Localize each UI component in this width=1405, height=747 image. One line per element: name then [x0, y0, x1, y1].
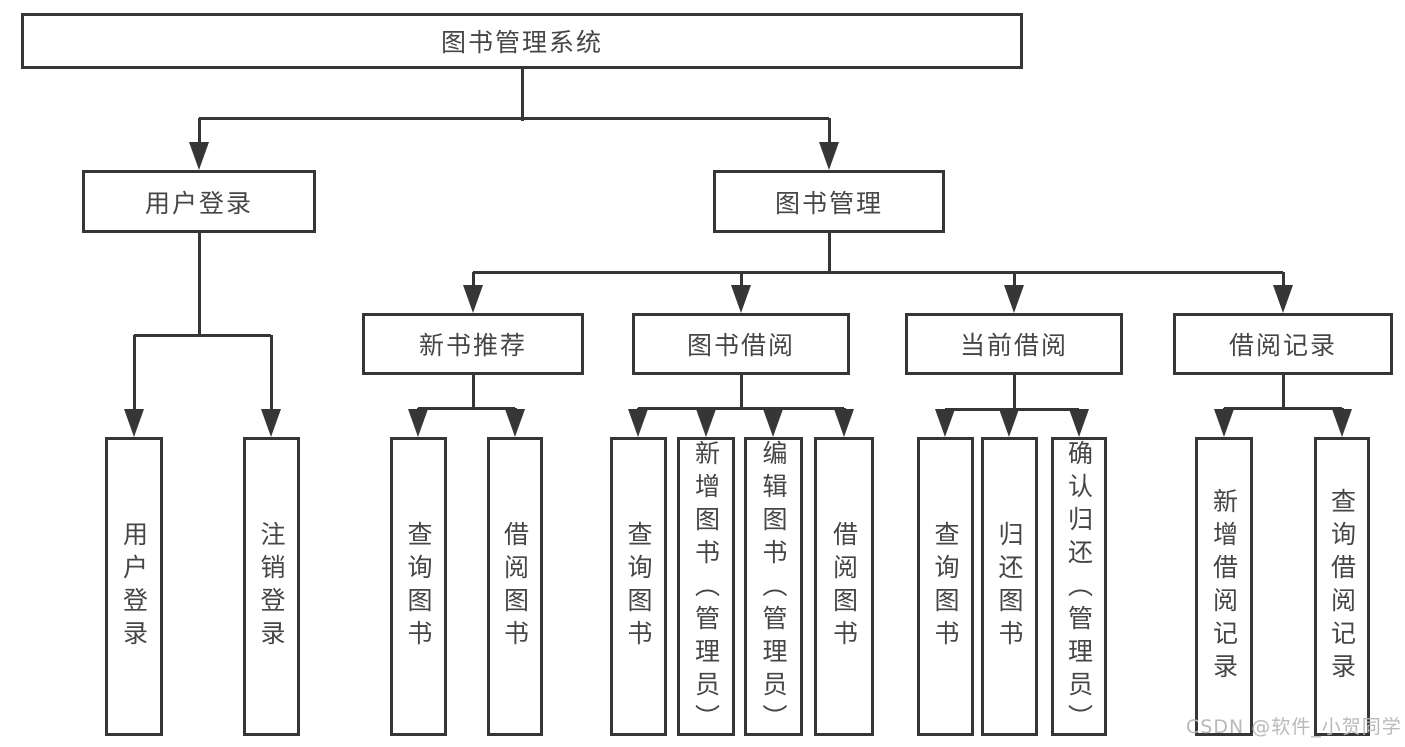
node-leaf-cb-return-book: 归还图书: [981, 437, 1038, 736]
arrowhead-down-icon: [696, 409, 716, 437]
csdn-watermark: CSDN @软件_小贺同学: [1186, 716, 1402, 738]
node-leaf-user-login: 用户登录: [105, 437, 163, 736]
connector-line-from-root: [827, 118, 831, 154]
node-leaf-bb-query-book: 查询图书: [610, 437, 667, 736]
connector-line-from-new-book-recommend: [418, 406, 515, 410]
connector-line-from-root: [520, 69, 524, 121]
node-leaf-bb-add-book: 新增图书（管理员）: [677, 437, 735, 737]
arrowhead-down-icon: [261, 409, 281, 437]
node-book-management: 图书管理: [713, 170, 945, 233]
arrowhead-down-icon: [408, 409, 428, 437]
connector-line-from-user-login: [269, 335, 273, 421]
node-leaf-bb-borrow-book: 借阅图书: [814, 437, 874, 736]
arrowhead-down-icon: [463, 285, 483, 313]
connector-line-from-root: [199, 116, 829, 120]
connector-line-from-book-management: [473, 270, 1283, 274]
node-leaf-nb-query-book: 查询图书: [390, 437, 447, 736]
connector-line-from-book-borrowing: [638, 406, 844, 410]
node-user-login: 用户登录: [82, 170, 316, 233]
node-borrowing-records: 借阅记录: [1173, 313, 1393, 375]
connector-line-from-book-management: [1281, 272, 1285, 294]
connector-line-from-book-borrowing: [739, 375, 743, 408]
connector-line-from-user-login: [134, 333, 271, 337]
node-current-borrowing: 当前借阅: [905, 313, 1123, 375]
node-leaf-logout: 注销登录: [243, 437, 300, 736]
connector-line-from-root: [197, 118, 201, 154]
arrowhead-down-icon: [999, 409, 1019, 437]
arrowhead-down-icon: [1332, 409, 1352, 437]
connector-line-from-borrowing-records: [1281, 375, 1285, 408]
arrowhead-down-icon: [1069, 409, 1089, 437]
node-book-borrowing: 图书借阅: [632, 313, 850, 375]
arrowhead-down-icon: [1273, 285, 1293, 313]
connector-line-from-user-login: [132, 335, 136, 421]
node-new-book-recommend: 新书推荐: [362, 313, 584, 375]
arrowhead-down-icon: [505, 409, 525, 437]
arrowhead-down-icon: [731, 285, 751, 313]
arrowhead-down-icon: [628, 409, 648, 437]
arrowhead-down-icon: [1004, 285, 1024, 313]
node-leaf-br-add-record: 新增借阅记录: [1195, 437, 1253, 736]
connector-line-from-user-login: [197, 233, 201, 337]
arrowhead-down-icon: [1214, 409, 1234, 437]
node-leaf-br-query-record: 查询借阅记录: [1314, 437, 1370, 736]
connector-line-from-book-management: [827, 233, 831, 274]
arrowhead-down-icon: [935, 409, 955, 437]
node-leaf-bb-edit-book: 编辑图书（管理员）: [744, 437, 803, 737]
connector-line-from-borrowing-records: [1224, 406, 1342, 410]
arrowhead-down-icon: [124, 409, 144, 437]
arrowhead-down-icon: [819, 142, 839, 170]
node-root: 图书管理系统: [21, 13, 1023, 69]
connector-line-from-current-borrowing: [1012, 375, 1016, 409]
arrowhead-down-icon: [763, 409, 783, 437]
node-leaf-cb-confirm: 确认归还（管理员）: [1051, 437, 1107, 737]
connector-line-from-book-management: [1012, 272, 1016, 294]
node-leaf-nb-borrow-book: 借阅图书: [487, 437, 543, 736]
arrowhead-down-icon: [834, 409, 854, 437]
arrowhead-down-icon: [189, 142, 209, 170]
connector-line-from-book-management: [739, 272, 743, 294]
connector-line-from-new-book-recommend: [471, 375, 475, 408]
node-leaf-cb-query-book: 查询图书: [917, 437, 974, 736]
connector-line-from-book-management: [471, 272, 475, 294]
